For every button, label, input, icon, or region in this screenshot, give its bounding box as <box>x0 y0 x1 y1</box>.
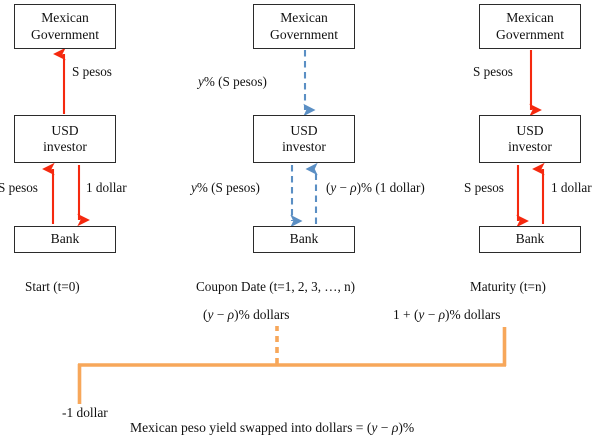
edge-label-coupon-investor-bank: y% (S pesos) <box>191 180 260 195</box>
timeline-caption: Mexican peso yield swapped into dollars … <box>130 420 415 435</box>
phase-label-start: Start (t=0) <box>25 279 80 294</box>
timeline-flow-maturity: 1 + (y − ρ)% dollars <box>393 307 501 322</box>
timeline-orange <box>77 326 507 404</box>
edge-label-maturity-gov-investor: S pesos <box>473 64 513 79</box>
timeline-flow-coupon: (y − ρ)% dollars <box>203 307 290 322</box>
node-government-maturity: Mexican Government <box>479 4 581 49</box>
phase-label-maturity: Maturity (t=n) <box>470 279 546 294</box>
edge-label-coupon-bank-investor: (y − ρ)% (1 dollar) <box>326 180 425 195</box>
edge-label-start-investor-bank: 1 dollar <box>86 180 127 195</box>
node-government-coupon: Mexican Government <box>253 4 355 49</box>
node-government-start: Mexican Government <box>14 4 116 49</box>
node-bank-start: Bank <box>14 226 116 253</box>
node-investor-maturity: USD investor <box>479 115 581 163</box>
edge-label-start-bank-investor: S pesos <box>0 180 38 195</box>
node-bank-coupon: Bank <box>253 226 355 253</box>
edge-label-maturity-investor-bank: S pesos <box>464 180 504 195</box>
edge-label-coupon-gov-investor: y% (S pesos) <box>198 74 267 89</box>
node-bank-maturity: Bank <box>479 226 581 253</box>
node-investor-coupon: USD investor <box>253 115 355 163</box>
edge-label-maturity-bank-investor: 1 dollar <box>551 180 592 195</box>
edge-label-start-gov-investor: S pesos <box>72 64 112 79</box>
phase-label-coupon: Coupon Date (t=1, 2, 3, …, n) <box>196 279 356 294</box>
node-investor-start: USD investor <box>14 115 116 163</box>
timeline-flow-initial: -1 dollar <box>62 405 108 420</box>
